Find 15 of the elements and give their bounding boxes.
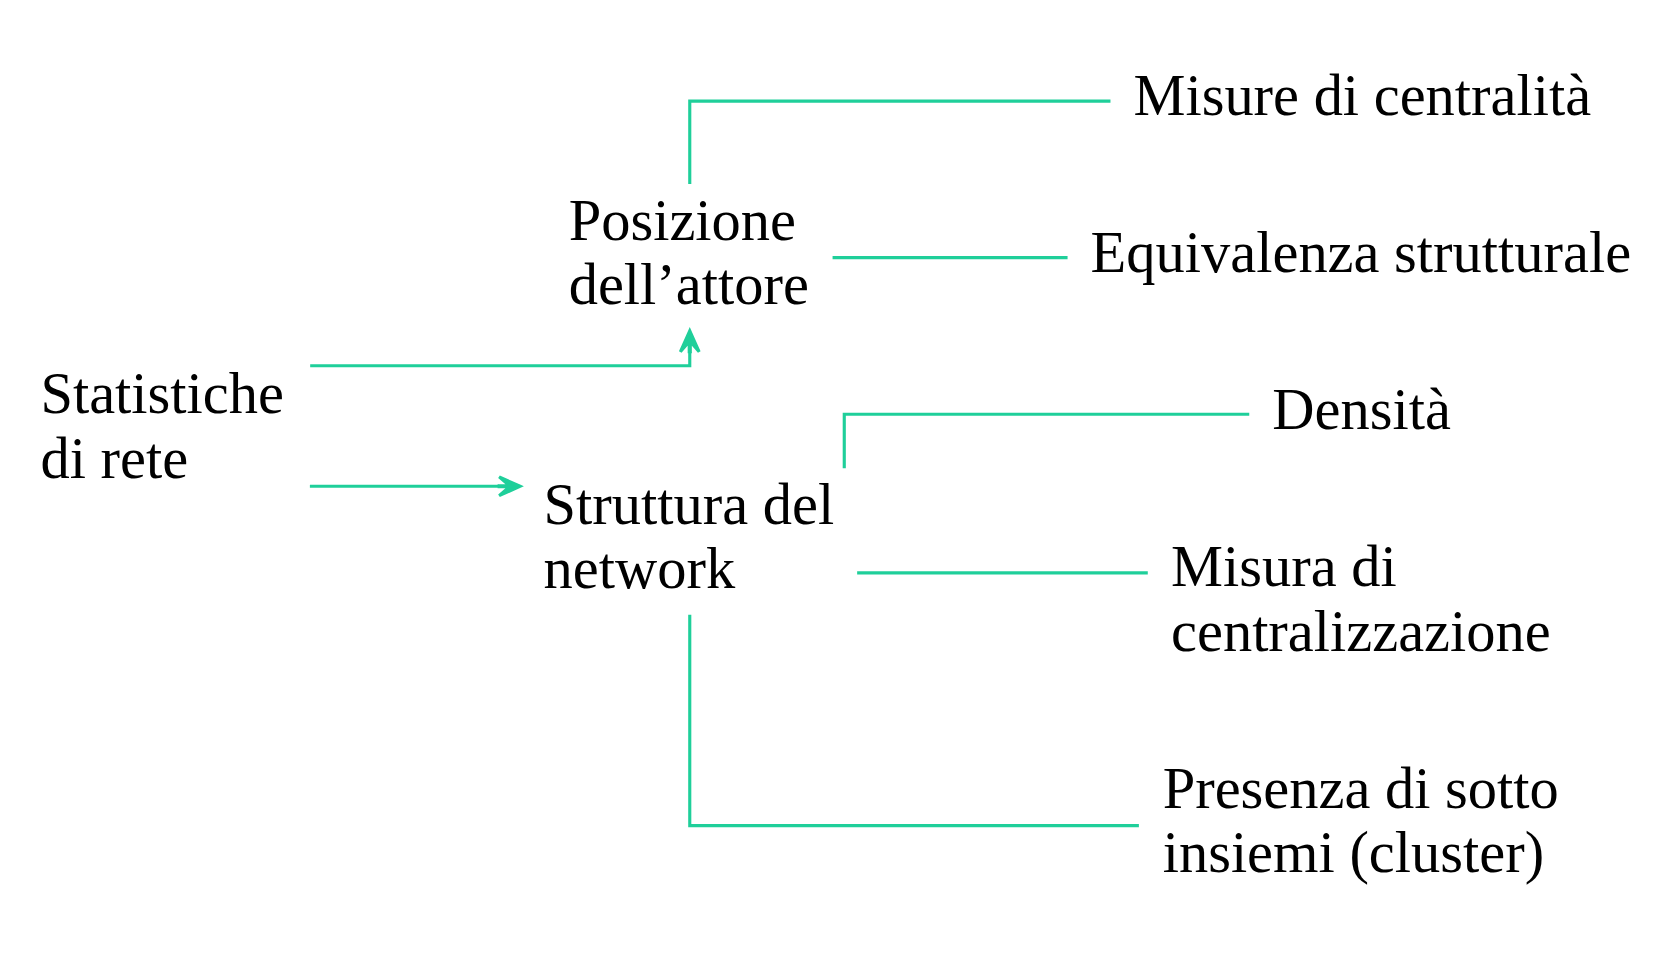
node-text: Presenza di sotto insiemi (cluster) <box>1162 755 1559 886</box>
node-text: Equivalenza strutturale <box>1090 220 1631 286</box>
node-text: Densità <box>1271 376 1451 442</box>
connector <box>687 99 1110 184</box>
node-text: Misure di centralità <box>1132 63 1591 129</box>
node-text: Statistiche di rete <box>39 361 284 491</box>
connector <box>856 571 1148 575</box>
node-text: Struttura del network <box>543 471 834 602</box>
node-text: Misura di centralizzazione <box>1170 534 1551 665</box>
arrow <box>309 475 522 498</box>
connector <box>832 256 1068 260</box>
node-text: Posizione dell’attore <box>568 187 809 318</box>
connector <box>687 614 1139 828</box>
connector <box>842 412 1249 469</box>
arrow <box>309 329 701 368</box>
